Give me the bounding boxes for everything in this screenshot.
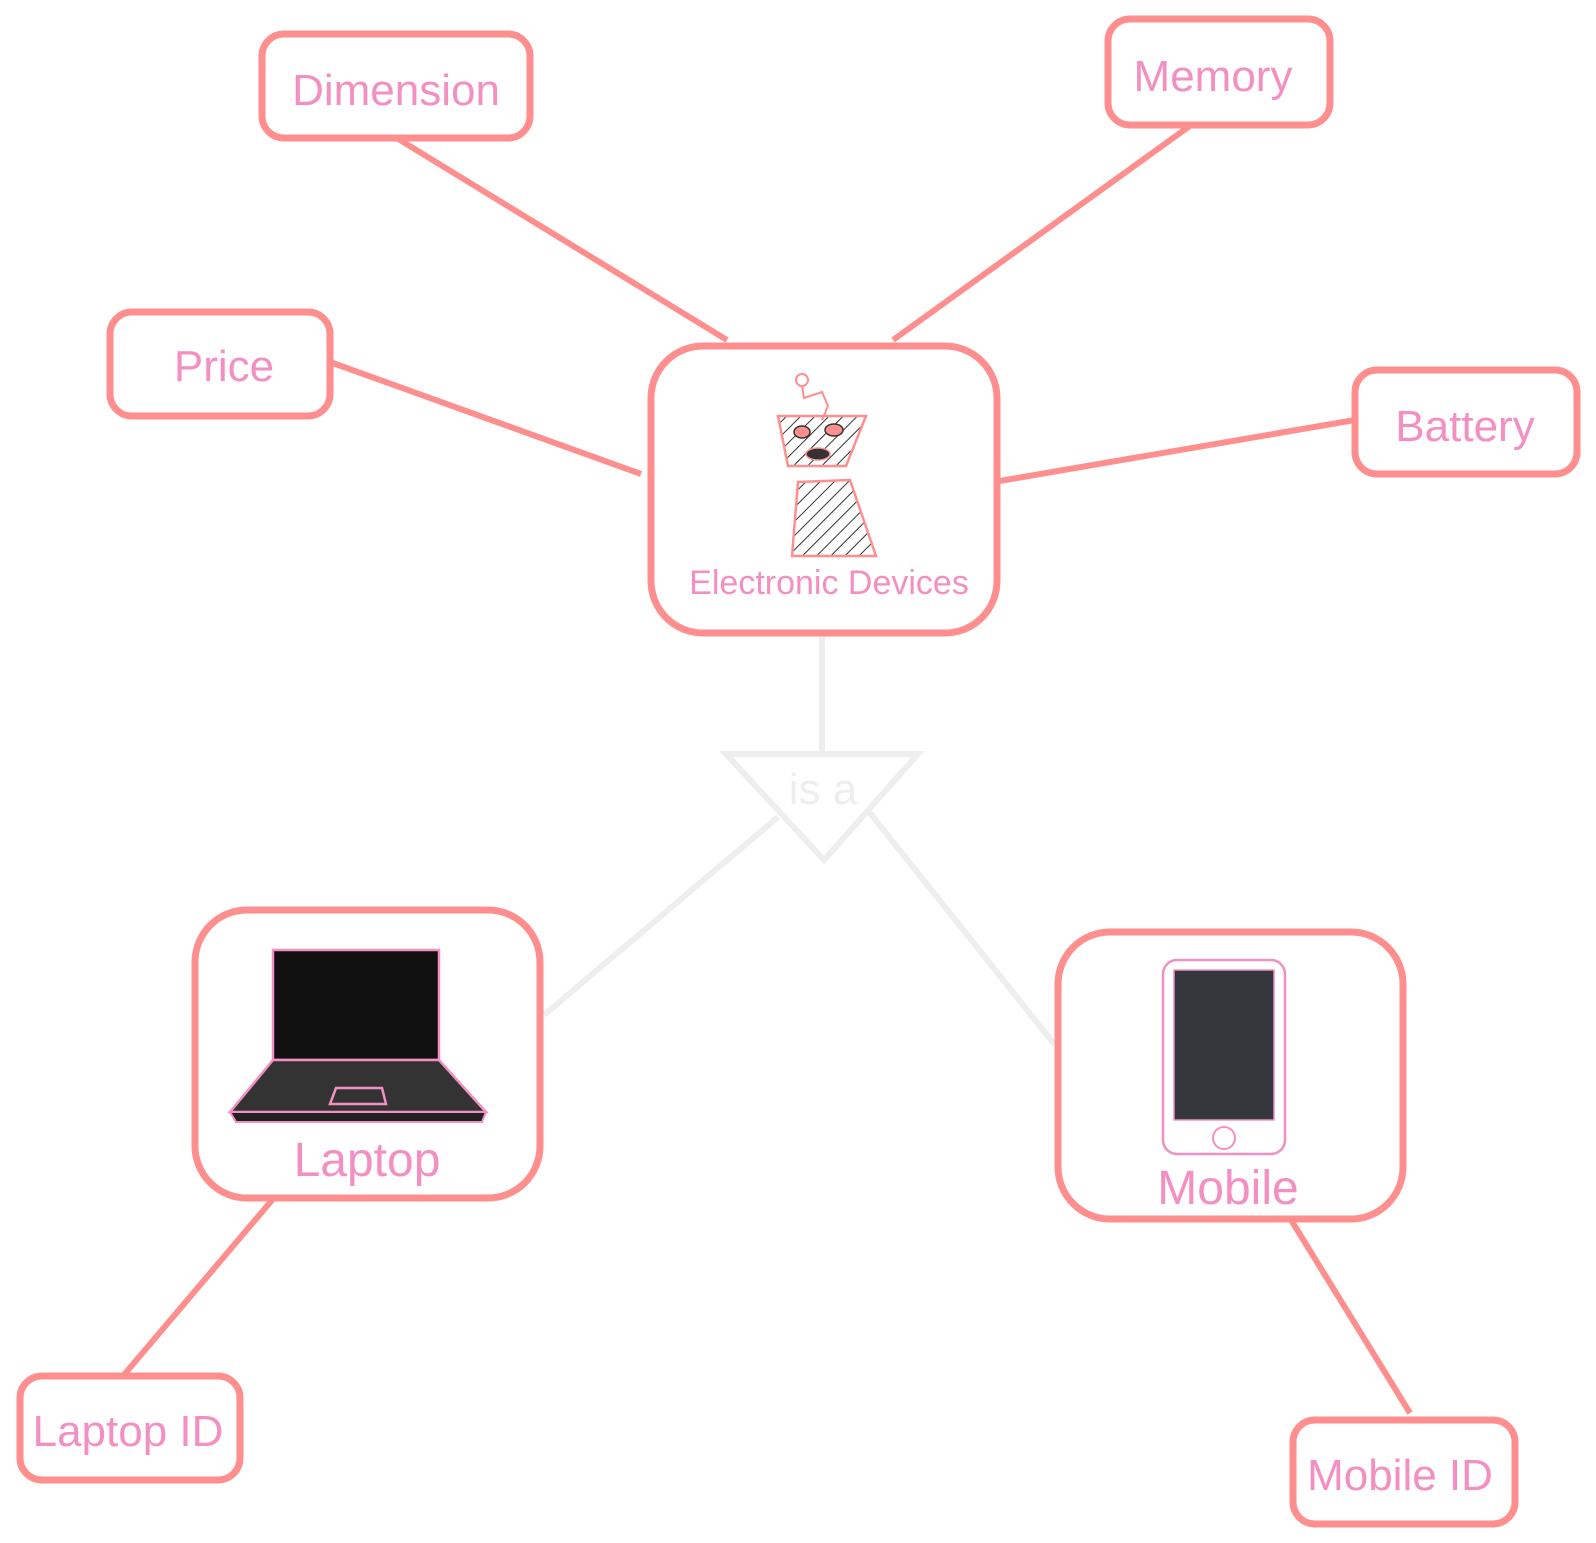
attribute-battery[interactable]: Battery [1351, 366, 1581, 478]
attribute-battery-label: Battery [1395, 402, 1534, 451]
edge-isa-mobile [867, 811, 1058, 1047]
attribute-memory[interactable]: Memory [1104, 15, 1334, 129]
attribute-memory-label: Memory [1134, 52, 1293, 101]
entity-laptop[interactable]: Laptop [191, 906, 544, 1202]
edge-price [328, 359, 643, 477]
attribute-laptop-id-label: Laptop ID [33, 1407, 224, 1456]
entity-laptop-label: Laptop [294, 1134, 441, 1187]
robot-figure-icon [776, 373, 878, 558]
edge-isa-laptop [542, 814, 780, 1018]
attribute-dimension[interactable]: Dimension [258, 30, 534, 142]
entity-mobile-label: Mobile [1157, 1162, 1298, 1215]
edge-battery [981, 417, 1356, 487]
attribute-price-label: Price [174, 342, 274, 391]
edge-laptop-id [120, 1191, 281, 1378]
attribute-mobile-id-label: Mobile ID [1307, 1451, 1493, 1500]
attribute-mobile-id[interactable]: Mobile ID [1289, 1416, 1519, 1528]
edge-mobile-id [1285, 1213, 1413, 1415]
entity-electronic-devices-label: Electronic Devices [689, 564, 969, 602]
attribute-laptop-id[interactable]: Laptop ID [16, 1372, 244, 1484]
entity-mobile[interactable]: Mobile [1054, 928, 1407, 1223]
isa-label: is a [789, 765, 858, 814]
attribute-dimension-label: Dimension [292, 66, 500, 115]
mobile-phone-icon [1161, 958, 1287, 1156]
edge-memory [891, 117, 1200, 343]
attribute-price[interactable]: Price [106, 308, 334, 420]
connectors [120, 117, 1413, 1415]
isa-relationship: is a [719, 751, 925, 865]
edge-dimension [393, 134, 729, 343]
isa-triangle [719, 751, 925, 865]
entity-electronic-devices[interactable]: Electronic Devices [647, 342, 1001, 637]
laptop-icon [227, 948, 489, 1123]
